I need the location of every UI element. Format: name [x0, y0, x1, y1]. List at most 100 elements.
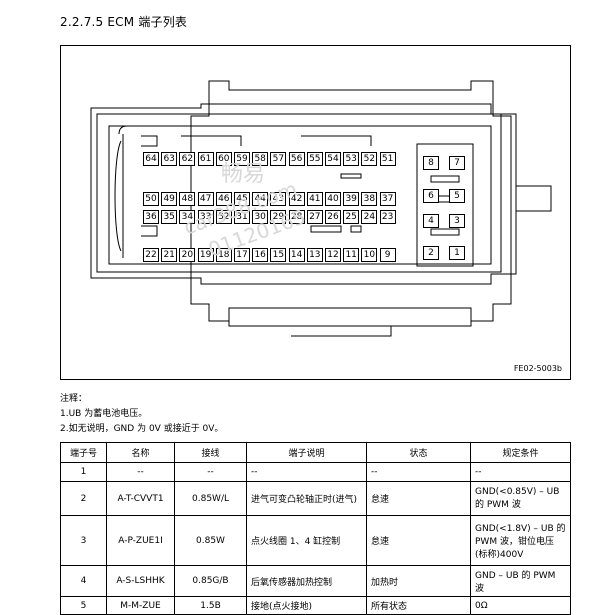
- pin-58: 58: [252, 152, 269, 166]
- table-cell: GND(<0.85V) – UB 的 PWM 波: [470, 481, 571, 516]
- column-header: 端子说明: [246, 442, 367, 463]
- table-cell: A-P-ZUE1I: [106, 515, 175, 566]
- table-row: 2 A-T-CVVT1 0.85W/L 进气可变凸轮轴正时(进气) 怠速 GND…: [60, 481, 571, 516]
- pin-50: 50: [143, 192, 159, 206]
- pin-36: 36: [143, 210, 159, 224]
- pin-34: 34: [179, 210, 196, 224]
- pin-26: 26: [325, 210, 341, 224]
- pin-51: 51: [379, 152, 396, 166]
- table-cell: 4: [60, 565, 107, 597]
- table-cell: M-M-ZUE: [106, 596, 175, 615]
- table-cell: GND(<1.8V) – UB 的 PWM 波，钳位电压(标称)400V: [470, 515, 571, 566]
- pin-7: 7: [449, 156, 465, 170]
- pin-44: 44: [252, 192, 269, 206]
- pin-27: 27: [306, 210, 323, 224]
- pin-31: 31: [234, 210, 250, 224]
- pin-53: 53: [343, 152, 360, 166]
- table-cell: --: [246, 462, 367, 482]
- note-line: 2.如无说明，GND 为 0V 或接近于 0V。: [60, 424, 224, 434]
- table-cell: A-S-LSHHK: [106, 565, 175, 597]
- table-cell: GND – UB 的 PWM 波: [470, 565, 571, 597]
- table-cell: 进气可变凸轮轴正时(进气): [246, 481, 367, 516]
- table-cell: 5: [60, 596, 107, 615]
- pin-59: 59: [234, 152, 250, 166]
- pin-14: 14: [288, 248, 305, 262]
- table-row: 4 A-S-LSHHK 0.85G/B 后氧传感器加热控制 加热时 GND – …: [60, 565, 571, 597]
- pin-20: 20: [179, 248, 196, 262]
- pin-35: 35: [161, 210, 178, 224]
- pin-62: 62: [179, 152, 196, 166]
- pin-28: 28: [288, 210, 305, 224]
- pin-41: 41: [306, 192, 323, 206]
- pin-33: 33: [197, 210, 214, 224]
- pin-24: 24: [361, 210, 378, 224]
- table-cell: 所有状态: [366, 596, 471, 615]
- pin-42: 42: [288, 192, 305, 206]
- table-row: 5 M-M-ZUE 1.5B 接地(点火接地) 所有状态 0Ω: [60, 596, 571, 615]
- pin-57: 57: [270, 152, 287, 166]
- table-cell: --: [470, 462, 571, 482]
- table-row: 1 -- -- -- -- --: [60, 462, 571, 482]
- pin-23: 23: [379, 210, 396, 224]
- pin-47: 47: [197, 192, 214, 206]
- column-header: 接线: [174, 442, 247, 463]
- pin-1: 1: [449, 246, 465, 260]
- pin-45: 45: [234, 192, 250, 206]
- pin-30: 30: [252, 210, 269, 224]
- table-cell: 3: [60, 515, 107, 566]
- note-line: 1.UB 为蓄电池电压。: [60, 409, 148, 419]
- pin-48: 48: [179, 192, 196, 206]
- pin-12: 12: [325, 248, 341, 262]
- notes-heading: 注释：: [60, 394, 88, 404]
- pin-11: 11: [343, 248, 360, 262]
- pin-61: 61: [197, 152, 214, 166]
- table-cell: 加热时: [366, 565, 471, 597]
- pin-52: 52: [361, 152, 378, 166]
- connector-outline: [90, 80, 552, 337]
- pin-8: 8: [423, 156, 439, 170]
- pin-25: 25: [343, 210, 360, 224]
- table-header-row: 端子号 名称 接线 端子说明 状态 规定条件: [60, 442, 571, 463]
- pin-10: 10: [361, 248, 378, 262]
- table-cell: A-T-CVVT1: [106, 481, 175, 516]
- pin-38: 38: [361, 192, 378, 206]
- pin-5: 5: [449, 189, 465, 203]
- table-cell: --: [366, 462, 471, 482]
- pin-43: 43: [270, 192, 287, 206]
- table-cell: 接地(点火接地): [246, 596, 367, 615]
- pin-22: 22: [143, 248, 159, 262]
- pin-54: 54: [325, 152, 341, 166]
- pin-9: 9: [379, 248, 396, 262]
- pin-32: 32: [215, 210, 232, 224]
- pin-63: 63: [161, 152, 178, 166]
- table-cell: 2: [60, 481, 107, 516]
- pin-6: 6: [423, 189, 439, 203]
- pin-3: 3: [449, 214, 465, 228]
- table-cell: 1.5B: [174, 596, 247, 615]
- pin-16: 16: [252, 248, 269, 262]
- table-cell: 后氧传感器加热控制: [246, 565, 367, 597]
- table-cell: 怠速: [366, 481, 471, 516]
- table-row: 3 A-P-ZUE1I 0.85W 点火线圈 1、4 缸控制 怠速 GND(<1…: [60, 515, 571, 566]
- table-cell: 点火线圈 1、4 缸控制: [246, 515, 367, 566]
- column-header: 名称: [106, 442, 175, 463]
- pin-13: 13: [306, 248, 323, 262]
- pin-40: 40: [325, 192, 341, 206]
- notes: 注释： 1.UB 为蓄电池电压。 2.如无说明，GND 为 0V 或接近于 0V…: [60, 392, 223, 437]
- pin-18: 18: [215, 248, 232, 262]
- pin-15: 15: [270, 248, 287, 262]
- section-title: 2.2.7.5 ECM 端子列表: [60, 15, 188, 29]
- table-cell: 0.85G/B: [174, 565, 247, 597]
- column-header: 端子号: [60, 442, 107, 463]
- pin-60: 60: [215, 152, 232, 166]
- column-header: 规定条件: [470, 442, 571, 463]
- pin-21: 21: [161, 248, 178, 262]
- figure-code: FE02-5003b: [513, 364, 562, 373]
- pin-19: 19: [197, 248, 214, 262]
- pin-55: 55: [306, 152, 323, 166]
- table-cell: --: [174, 462, 247, 482]
- pin-49: 49: [161, 192, 178, 206]
- pin-4: 4: [423, 214, 439, 228]
- pin-17: 17: [234, 248, 250, 262]
